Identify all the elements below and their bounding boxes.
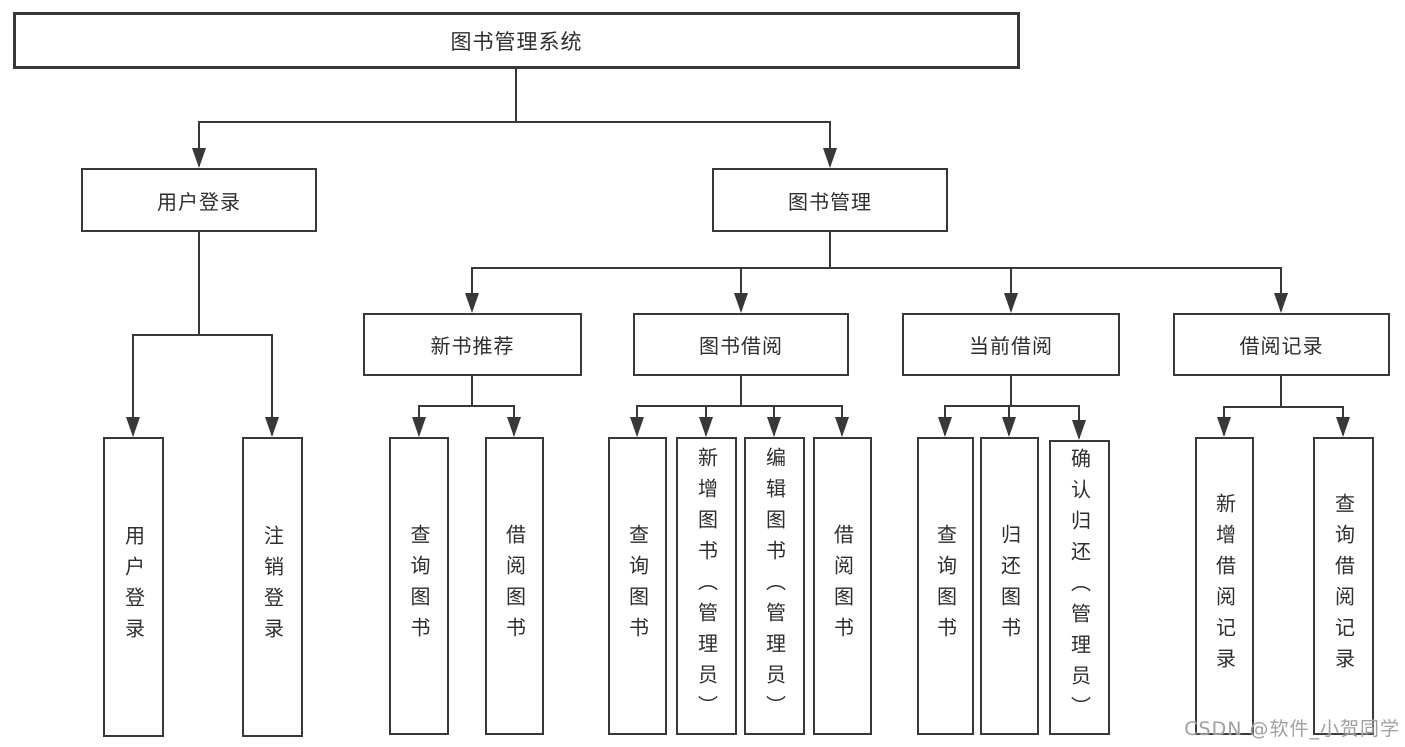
arrow-down-icon [1072,420,1086,440]
node-user-login: 用户登录 [81,168,317,232]
leaf-borrow-books-recommend: 借阅图书 [485,437,544,735]
connector-line [132,334,273,336]
arrow-down-icon [823,148,837,168]
leaf-query-books-recommend: 查询图书 [389,437,449,735]
arrow-down-icon [767,417,781,437]
connector-line [829,232,831,269]
leaf-logout: 注销登录 [242,437,303,737]
arrow-down-icon [699,417,713,437]
connector-line [271,334,273,435]
node-current-borrowing: 当前借阅 [902,313,1120,376]
arrow-down-icon [192,148,206,168]
arrow-down-icon [734,293,748,313]
node-borrowing-records: 借阅记录 [1173,313,1390,376]
leaf-query-books-current: 查询图书 [917,437,974,735]
connector-line [198,121,200,166]
leaf-query-borrow-record: 查询借阅记录 [1313,437,1374,735]
connector-line [132,334,134,435]
arrow-down-icon [1336,417,1350,437]
arrow-down-icon [938,417,952,437]
arrow-down-icon [1002,417,1016,437]
connector-line [471,267,1281,269]
connector-line [636,405,843,407]
connector-line [1280,375,1282,408]
connector-line [1010,375,1012,407]
leaf-borrow-books-borrow: 借阅图书 [813,437,872,735]
arrow-down-icon [465,293,479,313]
arrow-down-icon [507,417,521,437]
leaf-user-login: 用户登录 [103,437,164,737]
arrow-down-icon [835,417,849,437]
connector-line [418,405,515,407]
arrow-down-icon [126,417,140,437]
connector-line [471,375,473,407]
connector-line [1280,267,1282,311]
connector-line [740,267,742,311]
csdn-watermark: CSDN @软件_小贺同学 [1184,718,1400,740]
arrow-down-icon [1004,293,1018,313]
connector-line [198,121,831,123]
node-new-book-recommendation: 新书推荐 [363,313,582,376]
node-book-borrowing: 图书借阅 [633,313,849,376]
connector-line [1010,267,1012,311]
arrow-down-icon [630,417,644,437]
leaf-query-books-borrow: 查询图书 [608,437,667,735]
connector-line [515,68,517,122]
arrow-down-icon [265,417,279,437]
connector-line [198,232,200,336]
arrow-down-icon [1274,293,1288,313]
leaf-confirm-return-admin: 确认归还（管理员） [1049,440,1110,735]
arrow-down-icon [412,417,426,437]
connector-line [740,375,742,407]
leaf-add-borrow-record: 新增借阅记录 [1195,437,1254,735]
arrow-down-icon [1217,417,1231,437]
leaf-edit-book-admin: 编辑图书（管理员） [744,437,805,735]
connector-line [471,267,473,311]
connector-line [829,121,831,166]
connector-line [944,405,1080,407]
leaf-add-book-admin: 新增图书（管理员） [676,437,737,735]
node-book-management: 图书管理 [712,168,948,232]
connector-line [1223,406,1344,408]
leaf-return-book: 归还图书 [980,437,1039,735]
node-root: 图书管理系统 [13,12,1020,69]
